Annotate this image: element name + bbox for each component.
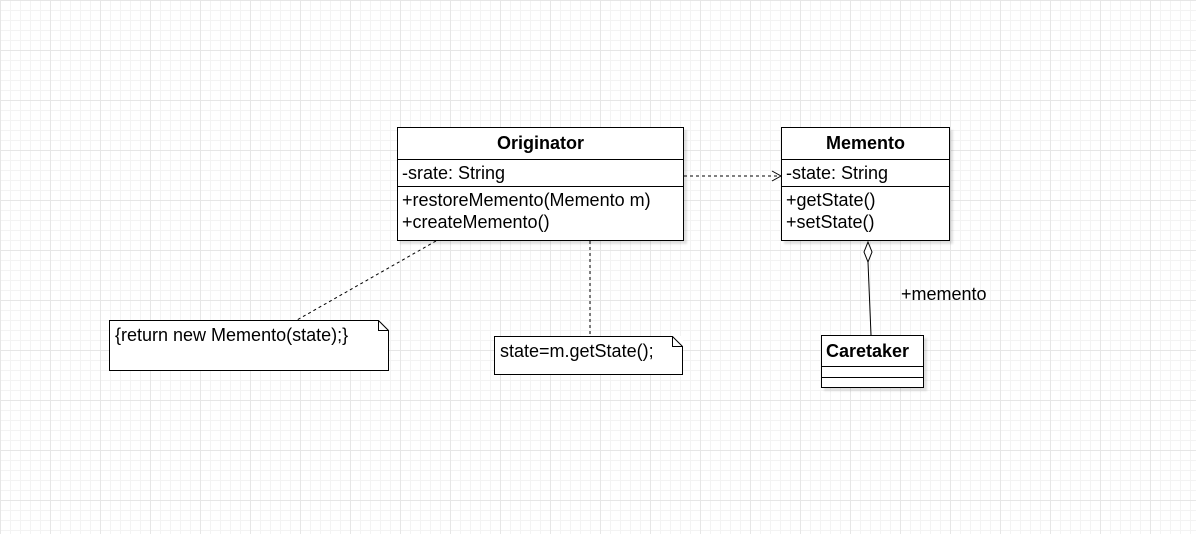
originator-operation-restore: +restoreMemento(Memento m) <box>402 190 651 210</box>
aggregation-diamond <box>863 240 873 264</box>
note-restore-memento-text: state=m.getState(); <box>500 341 654 361</box>
memento-operation-get: +getState() <box>786 190 876 210</box>
note-anchor-create <box>296 240 437 321</box>
association-role-label: +memento <box>901 284 987 304</box>
caretaker-class-name: Caretaker <box>822 336 923 367</box>
originator-operation-create: +createMemento() <box>402 212 550 232</box>
memento-operation-set: +setState() <box>786 212 875 232</box>
aggregation-line <box>867 261 872 336</box>
memento-operations: +getState() +setState() <box>782 187 949 235</box>
note-restore-memento[interactable]: state=m.getState(); <box>494 336 683 375</box>
originator-attributes: -srate: String <box>398 160 683 187</box>
originator-class[interactable]: Originator -srate: String +restoreMement… <box>397 127 684 241</box>
originator-class-name: Originator <box>398 128 683 160</box>
originator-attribute: -srate: String <box>402 163 506 183</box>
caretaker-operations <box>822 378 923 388</box>
memento-class-name: Memento <box>782 128 949 160</box>
memento-attribute: -state: String <box>786 163 889 183</box>
note-outline <box>109 320 389 371</box>
caretaker-attributes <box>822 367 923 378</box>
memento-class[interactable]: Memento -state: String +getState() +setS… <box>781 127 950 241</box>
caretaker-class[interactable]: Caretaker <box>821 335 924 388</box>
note-create-memento[interactable]: {return new Memento(state);} <box>109 320 389 371</box>
originator-operations: +restoreMemento(Memento m) +createMement… <box>398 187 683 235</box>
note-create-memento-text: {return new Memento(state);} <box>115 325 349 345</box>
note-outline <box>494 336 683 375</box>
memento-attributes: -state: String <box>782 160 949 187</box>
